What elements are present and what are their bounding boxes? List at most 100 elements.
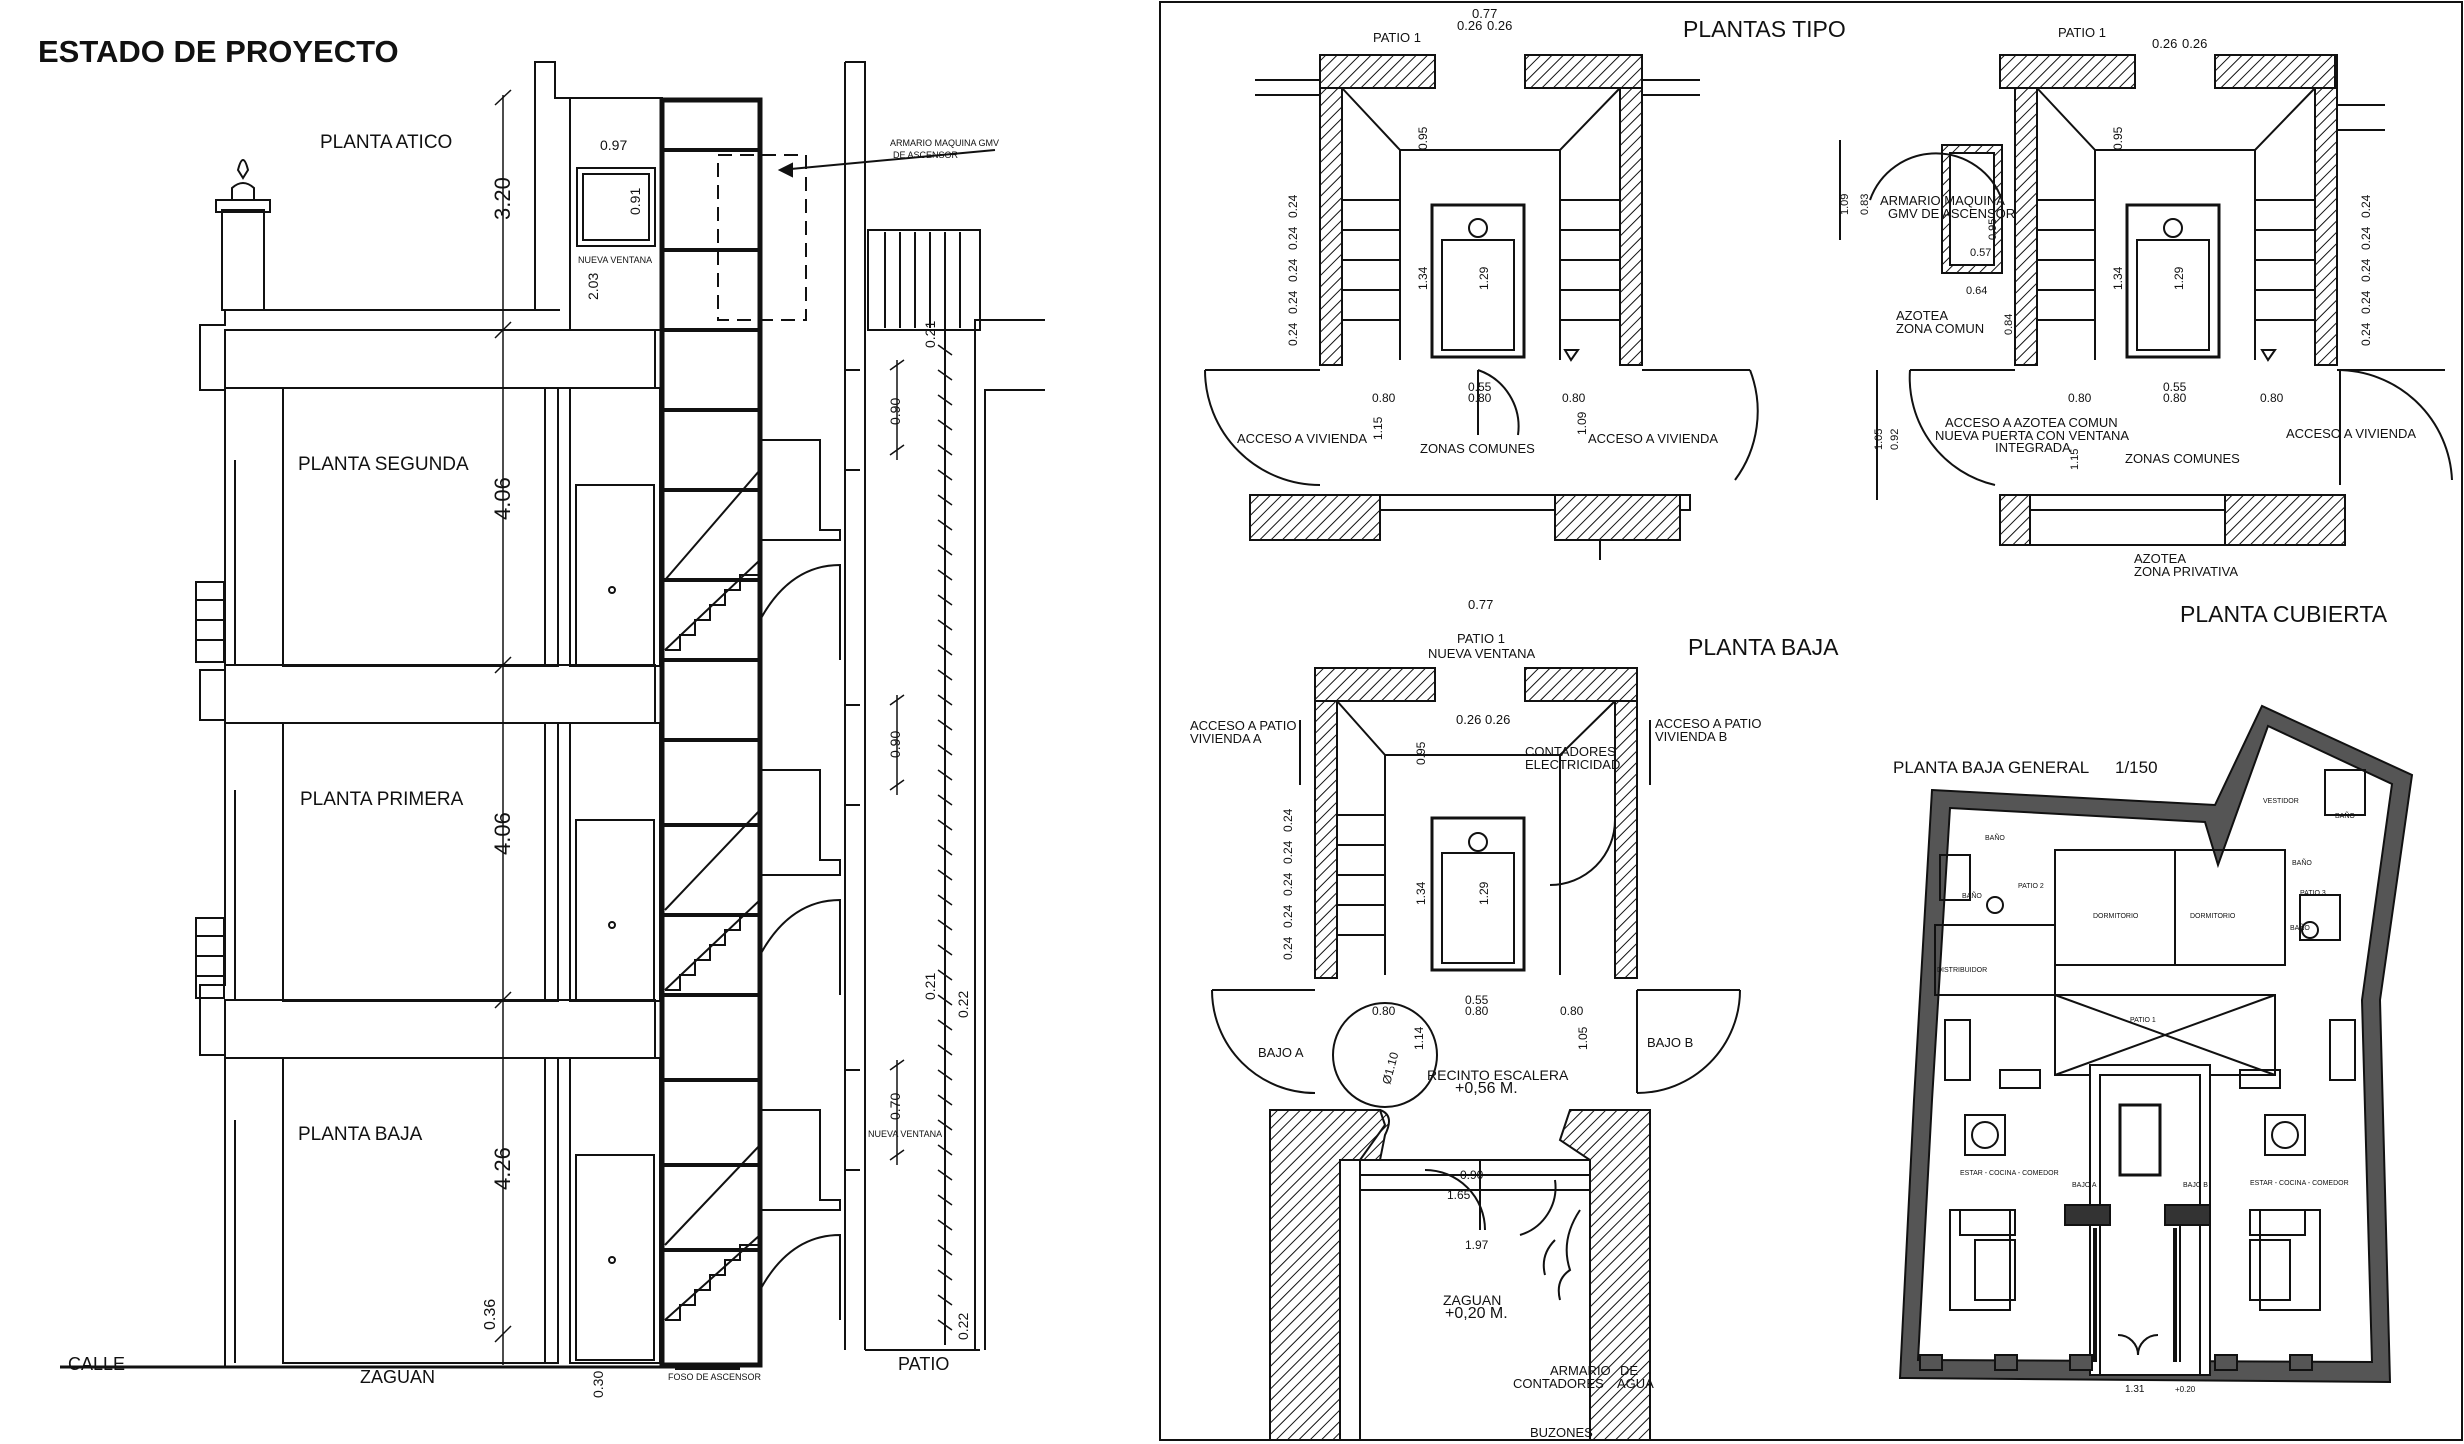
cubierta-dim-0-57: 0.57 <box>1970 247 1991 259</box>
room-vestidor: VESTIDOR <box>2263 798 2299 805</box>
patio-window-note: NUEVA VENTANA <box>868 1129 942 1139</box>
cubierta-dim-0-92: 0.92 <box>1889 429 1901 450</box>
cubierta-acceso-azotea-1: ACCESO A AZOTEA COMUN <box>1945 415 2118 430</box>
label-planta-primera: PLANTA PRIMERA <box>300 789 464 810</box>
cubierta-acceso-vivienda: ACCESO A VIVIENDA <box>2286 426 2416 441</box>
tipo-dim-bottom-0: 0.80 <box>1372 391 1396 405</box>
label-planta-baja-section: PLANTA BAJA <box>298 1124 423 1145</box>
patio-dim-0-70: 0.70 <box>887 1093 903 1120</box>
dim-0-36: 0.36 <box>482 1299 499 1330</box>
cubierta-dim-right-2: 0.24 <box>2359 258 2373 282</box>
tipo-acceso-right: ACCESO A VIVIENDA <box>1588 431 1718 446</box>
dim-4-06-a: 4.06 <box>490 477 515 520</box>
building-section <box>60 61 1045 1370</box>
baja-dim-1-34: 1.34 <box>1414 881 1428 905</box>
cubierta-dim-bottom-2: 0.80 <box>2163 391 2187 405</box>
dim-0-91: 0.91 <box>627 188 643 215</box>
tipo-dim-1-29: 1.29 <box>1477 266 1491 290</box>
general-scale: 1/150 <box>2115 758 2158 777</box>
dim-3-20: 3.20 <box>490 177 515 220</box>
baja-dim-1-29: 1.29 <box>1477 881 1491 905</box>
cubierta-dim-1-15: 1.15 <box>2069 449 2081 470</box>
baja-patio-1: PATIO 1 <box>1457 631 1505 646</box>
room-bano-3: BAÑO <box>2335 811 2355 820</box>
height-dimension-chain <box>494 89 905 1365</box>
baja-recinto: RECINTO ESCALERA <box>1427 1067 1569 1083</box>
label-planta-segunda: PLANTA SEGUNDA <box>298 454 469 475</box>
tipo-dim-bottom-3: 0.80 <box>1562 391 1586 405</box>
cubierta-dim-right-0: 0.24 <box>2359 194 2373 218</box>
tipo-dim-bottom-2: 0.80 <box>1468 391 1492 405</box>
tipo-dim-1-34: 1.34 <box>1416 266 1430 290</box>
plan-cubierta-labels: PLANTA CUBIERTA PATIO 1 0.26 0.26 ARMARI… <box>1839 25 2416 627</box>
general-title: PLANTA BAJA GENERAL <box>1893 758 2089 777</box>
room-bano-4: BAÑO <box>2292 858 2312 867</box>
room-estar-b: ESTAR - COCINA - COMEDOR <box>2250 1180 2349 1187</box>
baja-diameter: Ø1.10 <box>1379 1050 1401 1086</box>
room-bano-5: BAÑO <box>2290 923 2310 932</box>
tipo-acceso-left: ACCESO A VIVIENDA <box>1237 431 1367 446</box>
baja-armario-4: AGUA <box>1617 1376 1654 1391</box>
sheet-title: ESTADO DE PROYECTO <box>38 34 399 69</box>
baja-dim-left-2: 0.24 <box>1281 872 1295 896</box>
cubierta-armario-1: ARMARIO MAQUINA <box>1880 193 2005 208</box>
cubierta-azotea-priv-1: AZOTEA <box>2134 551 2186 566</box>
machine-note-1: ARMARIO MAQUINA GMV <box>890 138 999 148</box>
room-patio-3: PATIO 3 <box>2300 890 2326 897</box>
cubierta-dim-1-09: 1.09 <box>1839 194 1851 215</box>
patio-dim-0-21-b: 0.21 <box>922 973 938 1000</box>
general-level: +0.20 <box>2175 1385 2196 1394</box>
room-bajo-b: BAJO B <box>2183 1182 2208 1189</box>
label-foso: FOSO DE ASCENSOR <box>668 1372 762 1382</box>
baja-dim-left-4: 0.24 <box>1281 936 1295 960</box>
patio-dim-0-21-a: 0.21 <box>922 321 938 348</box>
tipo-dim-left-4: 0.24 <box>1286 322 1300 346</box>
baja-dim-1-05: 1.05 <box>1576 1026 1590 1050</box>
tipo-dim-left-2: 0.24 <box>1286 258 1300 282</box>
machine-note-2: DE ASCENSOR <box>893 150 959 160</box>
baja-contadores-1: CONTADORES <box>1525 744 1616 759</box>
baja-dim-0-80-b: 0.80 <box>1465 1004 1489 1018</box>
cubierta-dim-1-29: 1.29 <box>2172 266 2186 290</box>
cubierta-azotea-comun-2: ZONA COMUN <box>1896 321 1984 336</box>
room-bano-1: BAÑO <box>1985 833 2005 842</box>
baja-armario-1: ARMARIO <box>1550 1363 1611 1378</box>
plan-tipo-labels: PLANTAS TIPO PATIO 1 0.77 0.26 0.26 0.24… <box>1237 6 1846 456</box>
tipo-dim-left-0: 0.24 <box>1286 194 1300 218</box>
cubierta-dim-top-1: 0.26 <box>2182 36 2207 51</box>
room-distribuidor: DISTRIBUIDOR <box>1937 967 1987 974</box>
baja-buzones: BUZONES <box>1530 1425 1593 1440</box>
baja-dim-left-0: 0.24 <box>1281 808 1295 832</box>
tipo-title: PLANTAS TIPO <box>1683 16 1846 42</box>
cubierta-zonas: ZONAS COMUNES <box>2125 451 2240 466</box>
baja-patio-2: NUEVA VENTANA <box>1428 646 1535 661</box>
baja-dim-1-14: 1.14 <box>1412 1026 1426 1050</box>
cubierta-dim-1-34: 1.34 <box>2111 266 2125 290</box>
baja-dim-left-3: 0.24 <box>1281 904 1295 928</box>
cubierta-dim-right-4: 0.24 <box>2359 322 2373 346</box>
cubierta-armario-2: GMV DE ASCENSOR <box>1888 206 2015 221</box>
attic-window-note: NUEVA VENTANA <box>578 255 652 265</box>
cubierta-patio: PATIO 1 <box>2058 25 2106 40</box>
label-zaguan-section: ZAGUAN <box>360 1367 435 1387</box>
baja-acceso-a-1: ACCESO A PATIO <box>1190 718 1296 733</box>
baja-armario-3: CONTADORES <box>1513 1376 1604 1391</box>
baja-dim-top-0: 0.77 <box>1468 597 1493 612</box>
dim-4-26: 4.26 <box>490 1147 515 1190</box>
cubierta-dim-1-05: 1.05 <box>1873 429 1885 450</box>
baja-dim-1-97: 1.97 <box>1465 1238 1489 1252</box>
plan-tipo <box>1204 54 1759 560</box>
cubierta-dim-top-0: 0.26 <box>2152 36 2177 51</box>
baja-dim-0-90: 0.90 <box>1460 1168 1484 1182</box>
dim-4-06-b: 4.06 <box>490 812 515 855</box>
cubierta-azotea-comun-1: AZOTEA <box>1896 308 1948 323</box>
tipo-dim-left-1: 0.24 <box>1286 226 1300 250</box>
general-dim: 1.31 <box>2125 1384 2145 1395</box>
baja-dim-top-1: 0.26 <box>1456 712 1481 727</box>
tipo-dim-1-15: 1.15 <box>1371 416 1385 440</box>
label-calle: CALLE <box>68 1354 125 1374</box>
cubierta-dim-0-95: 0.95 <box>2111 126 2125 150</box>
plan-baja <box>1211 667 1741 1441</box>
